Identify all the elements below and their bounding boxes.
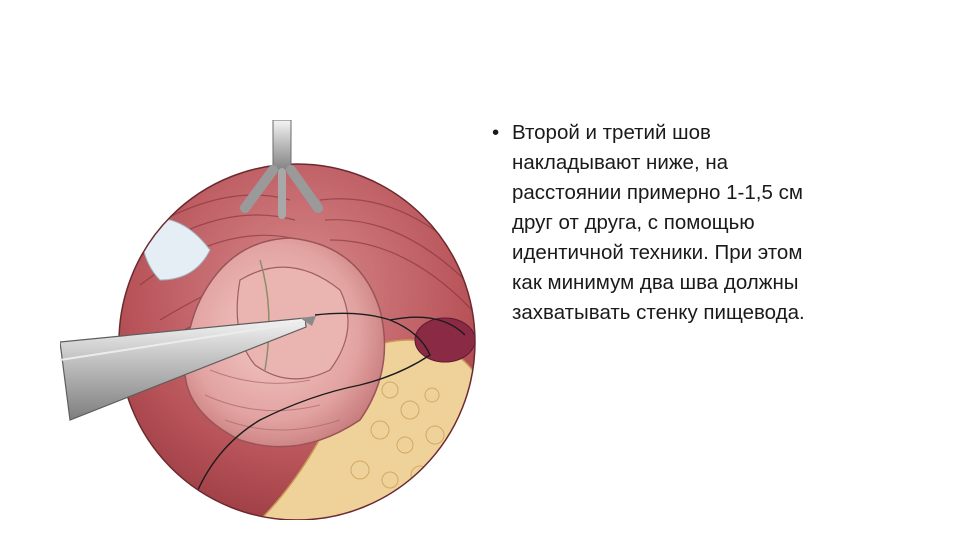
needle-holder bbox=[60, 316, 316, 421]
bullet-line: как минимум два шва должны bbox=[512, 271, 799, 294]
bullet-line: друг от друга, с помощью bbox=[512, 211, 755, 234]
bullet-line: захватывать стенку пищевода. bbox=[512, 301, 805, 324]
bullet-line: расстоянии примерно 1-1,5 см bbox=[512, 181, 803, 204]
bullet-text-block: • Второй и третий шов накладывают ниже, … bbox=[492, 118, 912, 328]
bullet-item: • Второй и третий шов накладывают ниже, … bbox=[492, 118, 912, 328]
tendon-tissue bbox=[139, 217, 211, 281]
suture-thread bbox=[189, 312, 466, 511]
bullet-line: накладывают ниже, на bbox=[512, 151, 729, 174]
bullet-line: идентичной техники. При этом bbox=[512, 241, 803, 264]
bullet-line: Второй и третий шов bbox=[512, 121, 711, 144]
bullet-marker: • bbox=[492, 121, 500, 144]
surgical-illustration bbox=[60, 120, 476, 520]
retractor bbox=[240, 120, 323, 219]
